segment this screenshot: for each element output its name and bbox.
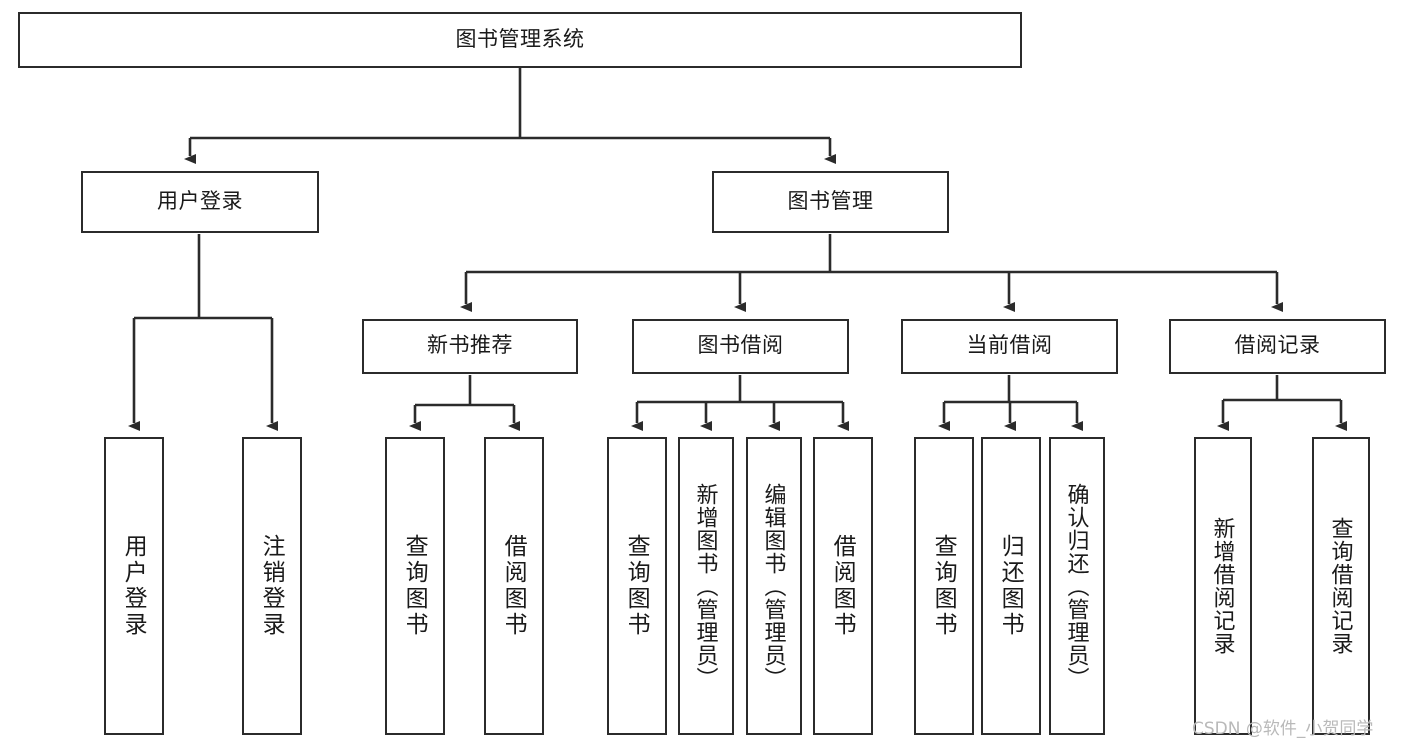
node-book-borrow[interactable]: 图书借阅 — [632, 319, 849, 374]
node-book-borrow-label: 图书借阅 — [697, 334, 784, 358]
node-leaf-logout[interactable]: 注销登录 — [242, 437, 302, 735]
node-book-manage[interactable]: 图书管理 — [712, 171, 949, 233]
node-leaf-add-book[interactable]: 新增图书（管理员） — [678, 437, 734, 735]
node-leaf-logout-label: 注销登录 — [259, 534, 286, 638]
node-leaf-add-book-label: 新增图书（管理员） — [693, 482, 719, 690]
node-borrow-record-label: 借阅记录 — [1234, 334, 1321, 358]
node-book-manage-label: 图书管理 — [787, 189, 874, 213]
node-leaf-query-book-3-label: 查询图书 — [931, 534, 958, 638]
node-leaf-confirm-return-label: 确认归还（管理员） — [1064, 482, 1090, 690]
node-leaf-query-book-3[interactable]: 查询图书 — [914, 437, 974, 735]
node-new-book-recommend-label: 新书推荐 — [427, 334, 513, 358]
node-leaf-return-book-label: 归还图书 — [998, 534, 1025, 638]
csdn-watermark: CSDN @软件_小贺同学 — [1192, 719, 1374, 739]
node-leaf-add-record[interactable]: 新增借阅记录 — [1194, 437, 1252, 735]
node-root-system[interactable]: 图书管理系统 — [18, 12, 1022, 68]
node-leaf-borrow-book-2[interactable]: 借阅图书 — [813, 437, 873, 735]
node-leaf-borrow-book-1-label: 借阅图书 — [501, 534, 528, 638]
node-user-login[interactable]: 用户登录 — [81, 171, 319, 233]
node-leaf-user-login[interactable]: 用户登录 — [104, 437, 164, 735]
node-current-borrow[interactable]: 当前借阅 — [901, 319, 1118, 374]
node-user-login-label: 用户登录 — [157, 189, 243, 213]
node-leaf-edit-book[interactable]: 编辑图书（管理员） — [746, 437, 802, 735]
node-leaf-add-record-label: 新增借阅记录 — [1210, 517, 1236, 655]
node-leaf-borrow-book-1[interactable]: 借阅图书 — [484, 437, 544, 735]
node-leaf-return-book[interactable]: 归还图书 — [981, 437, 1041, 735]
node-new-book-recommend[interactable]: 新书推荐 — [362, 319, 578, 374]
node-leaf-query-book-1[interactable]: 查询图书 — [385, 437, 445, 735]
node-leaf-borrow-book-2-label: 借阅图书 — [830, 534, 857, 638]
node-root-system-label: 图书管理系统 — [455, 27, 585, 51]
node-leaf-query-record[interactable]: 查询借阅记录 — [1312, 437, 1370, 735]
node-leaf-query-book-2[interactable]: 查询图书 — [607, 437, 667, 735]
node-leaf-query-record-label: 查询借阅记录 — [1328, 517, 1354, 655]
node-borrow-record[interactable]: 借阅记录 — [1169, 319, 1386, 374]
node-leaf-edit-book-label: 编辑图书（管理员） — [761, 482, 787, 690]
node-leaf-user-login-label: 用户登录 — [121, 534, 148, 638]
node-current-borrow-label: 当前借阅 — [966, 334, 1053, 358]
node-leaf-query-book-1-label: 查询图书 — [402, 534, 429, 638]
node-leaf-query-book-2-label: 查询图书 — [624, 534, 651, 638]
node-leaf-confirm-return[interactable]: 确认归还（管理员） — [1049, 437, 1105, 735]
